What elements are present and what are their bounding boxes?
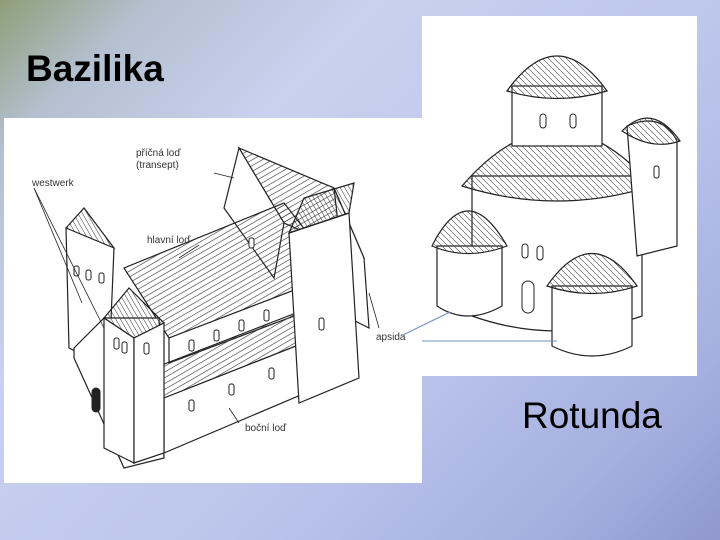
crossing-roof [287,182,355,234]
slide-title: Bazilika [26,48,164,89]
left-apse [436,245,503,317]
left-apse-roof [431,210,508,255]
label-apse: apsida [376,332,406,343]
lantern-roof [506,55,608,100]
front-apse [551,285,633,357]
label-westwerk: westwerk [31,178,75,189]
front-apse-roof [546,252,638,295]
label-nave: hlavní loď [147,235,191,246]
basilica-illustration: příčná loď (transept) westwerk hlavní lo… [4,118,422,483]
right-tower-side [133,322,165,464]
label-transept: příčná loď [136,148,181,159]
rotunda-illustration [422,16,697,376]
rotunda-caption: Rotunda [522,395,662,436]
label-transept-latin: (transept) [136,160,179,171]
crossing-wall [288,212,360,404]
leader-connector [402,311,451,336]
rotunda-svg [422,55,681,357]
basilica-svg: příčná loď (transept) westwerk hlavní lo… [31,146,406,469]
label-aisle: boční loď [245,423,287,434]
